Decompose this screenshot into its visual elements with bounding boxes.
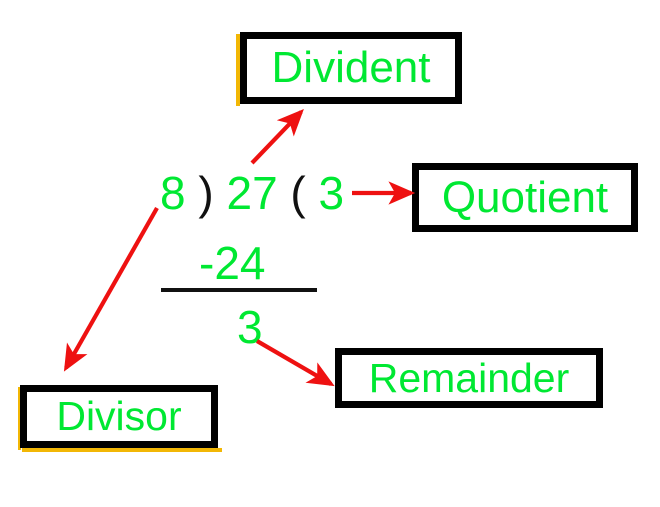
remainder-label-box: Remainder — [335, 348, 603, 408]
divisor-gold-accent-left — [18, 387, 21, 450]
remainder-label-text: Remainder — [368, 354, 570, 401]
arrow-to-remainder — [255, 339, 335, 387]
divident-gold-accent — [236, 34, 240, 106]
arrow-to-divisor — [63, 206, 159, 372]
divisor-gold-accent-bottom — [22, 448, 222, 452]
quotient-label-text: Quotient — [441, 172, 609, 222]
quotient-label-box: Quotient — [412, 163, 638, 232]
divisor-label-text: Divisor — [56, 393, 182, 439]
divident-label-text: Divident — [271, 43, 431, 92]
arrow-to-divident — [250, 108, 304, 165]
